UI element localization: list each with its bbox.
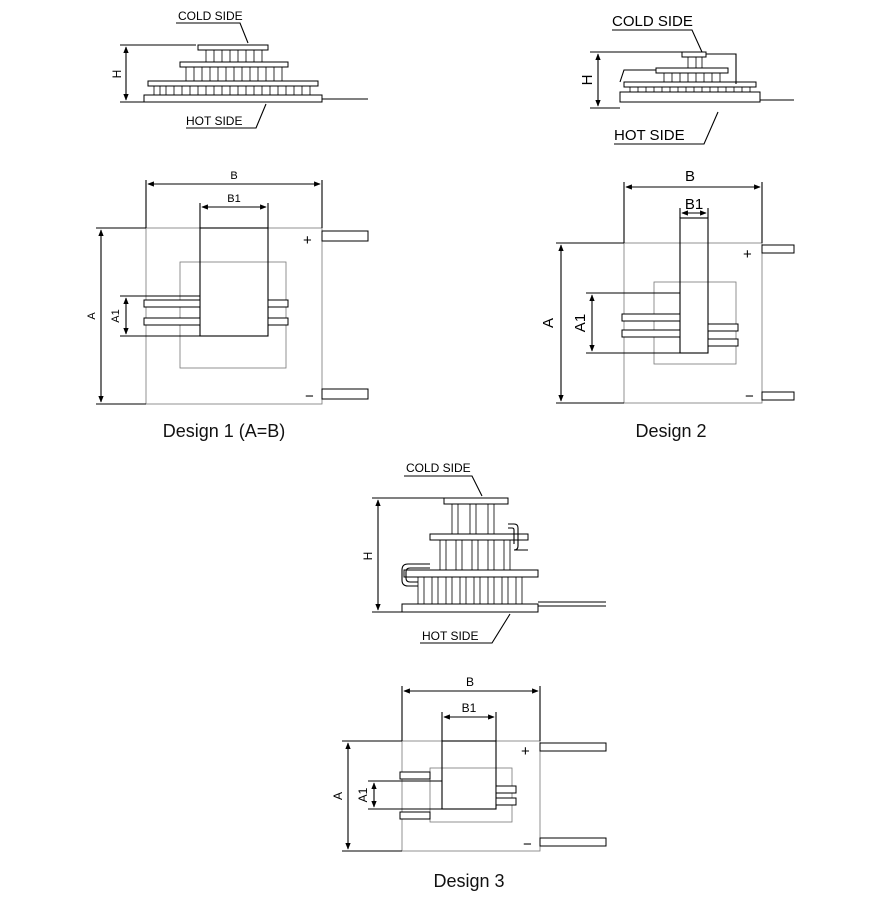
design3-outer-module: [401, 740, 541, 852]
design1-hot-leader: [186, 103, 267, 129]
design2-pellets: [629, 57, 751, 92]
design3-hot-label: HOT SIDE: [422, 629, 478, 643]
design1-a-label: A: [86, 312, 98, 320]
design1-hot-plate: [143, 94, 323, 103]
design3-h-label: H: [361, 552, 375, 561]
design1-cold-plate: [197, 44, 269, 51]
design1-outer-module: [145, 227, 323, 405]
design3-cold-plate: [443, 497, 509, 505]
design2-caption: Design 2: [635, 421, 706, 441]
design1-cold-stage: [199, 227, 269, 337]
design2-cold-plate: [681, 51, 707, 58]
design1-hot-label: HOT SIDE: [186, 114, 242, 128]
design2-side-view: H COLD SIDE HOT SIDE: [579, 13, 794, 145]
design2-minus-sign: −: [745, 388, 754, 405]
design1-b-label: B: [230, 170, 237, 182]
design3-negative-lead: [539, 837, 607, 847]
design1-negative-lead: [321, 388, 369, 400]
design1-side-view: H COLD SIDE HOT SIDE: [110, 9, 368, 129]
design3-cold-leader: [404, 475, 483, 497]
design2-top-view: + − B B1 A A1: [540, 168, 795, 405]
design2-outer-module: [623, 242, 763, 404]
design1-minus-sign: −: [305, 388, 314, 405]
design1-cold-leader: [176, 22, 249, 44]
design1-top-view: + − B B1 A A1: [86, 170, 369, 405]
design1-positive-lead: [321, 230, 369, 242]
design2-a-label: A: [540, 318, 557, 328]
design1-plus-sign: +: [303, 232, 312, 249]
design1-cold-label: COLD SIDE: [178, 9, 243, 23]
design2-cold-stage: [679, 217, 709, 354]
design3-side-view: H COLD SIDE HOT SIDE: [361, 461, 606, 644]
design3-b-label: B: [466, 675, 474, 689]
design3-plus-sign: +: [521, 743, 530, 760]
design2-cold-label: COLD SIDE: [612, 13, 693, 30]
design1-a1-label: A1: [110, 309, 122, 322]
design3-middle-stage: [429, 767, 513, 823]
design3-cold-stage: [441, 740, 497, 810]
design2-b1-label: B1: [685, 196, 703, 213]
design2-h-label: H: [579, 75, 596, 86]
design2-a1-label: A1: [572, 314, 589, 332]
design2-hot-plate: [619, 91, 761, 103]
design2-hot-label: HOT SIDE: [614, 127, 685, 144]
design3-minus-sign: −: [523, 836, 532, 853]
design3-b1-label: B1: [462, 701, 477, 715]
design1-h-label: H: [110, 70, 124, 79]
design2-positive-lead: [761, 244, 795, 254]
design3-caption: Design 3: [433, 871, 504, 891]
design3-a-label: A: [331, 792, 345, 800]
design3-top-view: + − B B1 A A1: [331, 675, 607, 853]
design2-plus-sign: +: [743, 246, 752, 263]
design3-positive-lead: [539, 742, 607, 752]
design2-hot-leader: [614, 111, 719, 145]
design1-caption: Design 1 (A=B): [163, 421, 286, 441]
design1-middle-stage: [179, 261, 287, 369]
design3-hot-plate: [401, 603, 539, 613]
design2-negative-lead: [761, 391, 795, 401]
design1-plate-2: [179, 61, 289, 68]
design3-hot-leader: [420, 613, 511, 644]
design2-middle-stage: [653, 281, 737, 365]
design2-b-label: B: [685, 168, 695, 185]
design3-pellets: [417, 504, 523, 604]
design2-cold-leader: [612, 29, 703, 53]
design3-cold-label: COLD SIDE: [406, 461, 471, 475]
design1-plate-3: [147, 80, 319, 87]
design1-b1-label: B1: [227, 193, 240, 205]
design1-pellets: [153, 50, 311, 95]
design3-a1-label: A1: [356, 787, 370, 802]
